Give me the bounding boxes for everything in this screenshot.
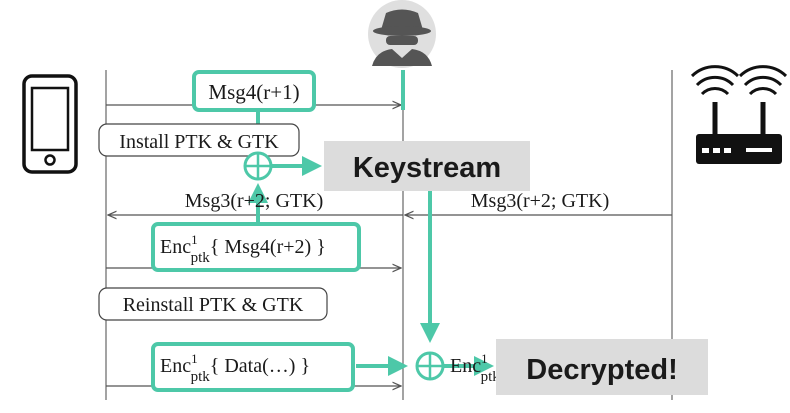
xor-top-icon: [243, 151, 273, 181]
attacker-spy-icon: [368, 0, 436, 68]
keystream-label: Keystream: [353, 152, 501, 184]
msg4-top-label: Msg4(r+1): [208, 80, 299, 104]
decrypted-highlight: [496, 339, 708, 395]
enc-msg4-box: [151, 222, 361, 272]
msg3-right-label: Msg3(r+2; GTK): [471, 190, 610, 212]
enc-sup: 1: [191, 232, 198, 247]
enc-data-text: Enc1 ptk{ Data(…) }: [160, 351, 310, 385]
enc-base: Enc: [160, 236, 191, 258]
reinstall-label: Reinstall PTK & GTK: [123, 294, 304, 316]
enc-msg4-text: Enc1 ptk{ Msg4(r+2) }: [160, 232, 326, 266]
enc-data-sup: 1: [191, 351, 198, 366]
install-label: Install PTK & GTK: [119, 131, 279, 153]
decrypted-label: Decrypted!: [526, 354, 678, 386]
phone-icon: [22, 74, 78, 174]
enc-sub: ptk: [191, 250, 211, 266]
keystream-highlight: [324, 141, 530, 191]
enc-data-body: { Data(…) }: [210, 355, 310, 377]
enc-data-sub: ptk: [191, 369, 211, 385]
enc-data-base: Enc: [160, 355, 191, 377]
wifi-router-icon: [690, 65, 788, 164]
enc-msg4-body: { Msg4(r+2) }: [210, 236, 326, 258]
install-box: [98, 123, 300, 157]
msg3-left-label: Msg3(r+2; GTK): [185, 190, 324, 212]
msg4-top-box: [192, 70, 316, 112]
enc-data-box: [151, 342, 355, 392]
xor-bottom-icon: [415, 351, 445, 381]
reinstall-box: [98, 287, 328, 321]
